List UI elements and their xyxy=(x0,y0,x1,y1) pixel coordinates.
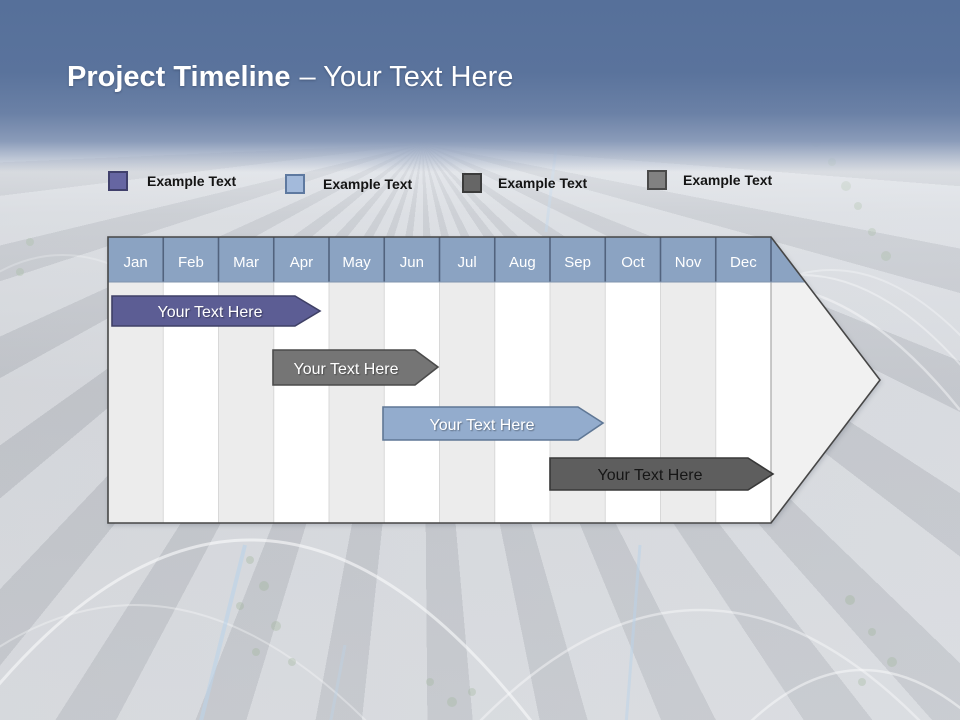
month-header-band xyxy=(108,237,805,282)
header-blue-gradient xyxy=(0,0,960,172)
timeline-bar-1-label: Your Text Here xyxy=(158,304,263,321)
legend-label: Example Text xyxy=(683,172,773,188)
month-label: Sep xyxy=(564,254,591,271)
month-header-dividers xyxy=(162,237,772,282)
column-stripe xyxy=(439,282,495,523)
legend-swatch-lightblue xyxy=(285,174,305,194)
legend-item-1: Example Text xyxy=(108,170,236,192)
slide-title-subtitle: – Your Text Here xyxy=(299,61,514,93)
timeline-bars: Your Text Here Your Text Here Your Text … xyxy=(111,295,775,491)
timeline-bar-2-label: Your Text Here xyxy=(294,361,399,378)
month-label: Feb xyxy=(178,254,204,271)
month-label: Aug xyxy=(509,254,536,271)
legend-label: Example Text xyxy=(147,173,237,189)
month-label: Nov xyxy=(675,254,702,271)
legend-swatch-purple xyxy=(108,171,128,191)
timeline-bar-3-label: Your Text Here xyxy=(430,417,535,434)
slide-title-bold: Project Timeline xyxy=(67,61,291,93)
month-label: Apr xyxy=(290,254,313,271)
timeline-bar-4-label: Your Text Here xyxy=(598,467,703,484)
column-stripe xyxy=(329,282,385,523)
legend-item-4: Example Text xyxy=(647,169,772,191)
legend-item-3: Example Text xyxy=(462,172,587,194)
month-label: Oct xyxy=(621,254,645,271)
month-label: Jun xyxy=(400,254,424,271)
column-stripe xyxy=(494,282,550,523)
slide-title: Project Timeline– Your Text Here xyxy=(67,61,513,94)
timeline-arrow-outline xyxy=(107,236,882,524)
timeline-chart: Jan Feb Mar Apr May Jun Jul Aug Sep Oct … xyxy=(107,236,882,524)
month-label: Jul xyxy=(458,254,477,271)
timeline-bar-2 xyxy=(272,349,440,386)
month-labels: Jan Feb Mar Apr May Jun Jul Aug Sep Oct … xyxy=(124,254,758,271)
timeline-bar-3 xyxy=(382,406,605,441)
month-label: May xyxy=(342,254,371,271)
month-label: Jan xyxy=(124,254,148,271)
month-label: Mar xyxy=(233,254,259,271)
column-stripe xyxy=(384,282,440,523)
legend-swatch-gray xyxy=(647,170,667,190)
legend-item-2: Example Text xyxy=(285,173,412,195)
legend-swatch-darkgray xyxy=(462,173,482,193)
legend-label: Example Text xyxy=(498,175,588,191)
month-label: Dec xyxy=(730,254,757,271)
timeline-bar-4 xyxy=(549,457,775,491)
timeline-bar-1 xyxy=(111,295,322,327)
legend-label: Example Text xyxy=(323,176,413,192)
